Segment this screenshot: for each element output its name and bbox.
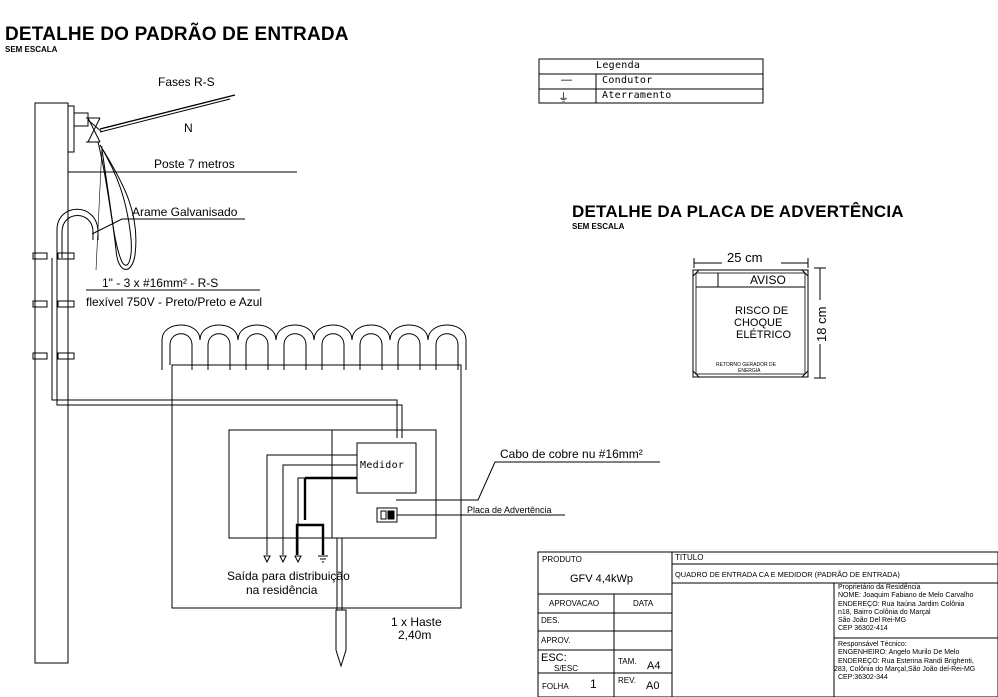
tb-produto-value: GFV 4,4kWp — [570, 573, 633, 585]
plate-risk-2: CHOQUE — [734, 317, 783, 329]
copper-label: Cabo de cobre nu #16mm² — [500, 447, 643, 461]
tb-data: DATA — [633, 599, 654, 608]
conduit-label: 1" - 3 x #16mm² - R-S — [102, 276, 219, 290]
plate-risk-3: ELÉTRICO — [736, 329, 792, 341]
legend-conductor-symbol: — — [561, 74, 572, 86]
plate-aviso: AVISO — [750, 273, 786, 287]
meter-box — [356, 442, 417, 494]
tb-produto-label: PRODUTO — [542, 555, 582, 564]
house-wall — [171, 364, 462, 609]
tb-esc-value: S/ESC — [554, 664, 579, 673]
conduit-run — [51, 258, 398, 438]
tb-owner-heading: Proprietário da Residência — [838, 584, 921, 591]
plate-footer-2: ENERGIA — [738, 368, 761, 374]
plate-width: 25 cm — [727, 250, 763, 265]
phase-line-1 — [99, 94, 236, 130]
cable-label: flexível 750V - Preto/Preto e Azul — [86, 295, 263, 309]
legend-conductor-label: Condutor — [602, 75, 653, 86]
pole-clamp-3 — [32, 352, 48, 360]
rod-label-1: 1 x Haste — [391, 615, 442, 629]
conductor-2 — [282, 464, 357, 555]
legend-title: Legenda — [596, 60, 641, 71]
insulator-top — [73, 112, 89, 127]
entrance-scale: SEM ESCALA — [5, 45, 58, 54]
wire-leader — [91, 218, 245, 235]
copper-leader — [396, 461, 660, 501]
rod-label-2: 2,40m — [398, 628, 432, 642]
tb-tam-label: TAM. — [618, 657, 637, 666]
service-insulator — [87, 117, 101, 143]
legend-ground-label: Aterramento — [602, 90, 672, 101]
tb-tam-value: A4 — [647, 660, 661, 672]
legend-ground-symbol: ⏚ — [558, 92, 569, 104]
tb-titulo-label: TITULO — [675, 553, 704, 562]
tb-tech-line: ENGENHEIRO: Angelo Murilo De Melo — [838, 649, 960, 657]
wire-label: Arame Galvanisado — [132, 205, 238, 219]
tb-folha-label: FOLHA — [542, 682, 569, 691]
plate-height: 18 cm — [814, 306, 829, 342]
tb-folha-value: 1 — [590, 677, 597, 691]
galvanized-wire-loop-1 — [97, 141, 132, 266]
warning-plate-detail — [692, 269, 809, 378]
tb-tech-heading: Responsável Técnico: — [838, 641, 907, 648]
ground-symbol — [318, 555, 328, 563]
conductor-3 — [297, 477, 357, 555]
phases-label: Fases R-S — [158, 75, 215, 89]
output-label-1: Saída para distribuição — [227, 569, 350, 583]
phase-line-2 — [99, 98, 231, 133]
tb-aprovacao: APROVACAO — [549, 599, 600, 608]
tb-tech-line: 283, Colônia do Marçal,São João del-Rei-… — [834, 665, 976, 673]
conductor-1 — [266, 454, 357, 555]
tb-esc-label: ESC: — [541, 652, 567, 664]
ground-rod — [335, 609, 347, 668]
tb-des: DES. — [541, 616, 560, 625]
tb-owner-line: NOME: Joaquim Fabiano de Melo Carvalho — [838, 592, 974, 600]
pole-clamp-1 — [32, 252, 48, 260]
pole — [34, 102, 69, 664]
tb-owner-block: Proprietário da Residência NOME: Joaquim… — [838, 584, 973, 634]
title-block — [537, 551, 998, 697]
tb-tech-line: ENDEREÇO: Rua Esterina Randi Brighenti, — [838, 657, 974, 665]
plate-risk-1: RISCO DE — [735, 305, 789, 317]
tb-owner-line: n18, Bairro Colônia do Marçal — [838, 608, 931, 616]
meter-label: Medidor — [360, 460, 405, 471]
plate-footer-1: RETORNO GERADOR DE — [716, 362, 776, 368]
legend-table — [538, 58, 764, 104]
tb-titulo-value: QUADRO DE ENTRADA CA E MEDIDOR (PADRÃO D… — [675, 570, 900, 579]
tb-tech-line: CEP:36302-344 — [838, 674, 888, 682]
entrance-title: DETALHE DO PADRÃO DE ENTRADA — [5, 24, 349, 45]
tb-rev-value: A0 — [646, 680, 660, 692]
output-label-2: na residência — [246, 583, 318, 597]
ground-conductor — [295, 523, 325, 555]
neutral-label: N — [184, 121, 193, 135]
pole-head-bracket — [67, 105, 75, 153]
tb-rev-label: REV. — [618, 676, 636, 685]
tb-aprov: APROV. — [541, 636, 571, 645]
tb-tech-block: Responsável Técnico: ENGENHEIRO: Angelo … — [834, 641, 975, 682]
plate-scale: SEM ESCALA — [572, 222, 625, 231]
pole-label: Poste 7 metros — [154, 157, 235, 171]
tb-owner-line: CEP 36302-414 — [838, 625, 888, 633]
roof-tiles — [161, 324, 467, 370]
tb-owner-line: ENDEREÇO: Rua Itaúna Jardim Colônia — [838, 600, 965, 608]
pole-clamp-2 — [32, 300, 48, 308]
warning-plate-label: Placa de Advertência — [467, 505, 552, 515]
galvanized-wire-loop-2 — [99, 144, 137, 270]
tb-owner-line: São João Del Rei-MG — [838, 617, 907, 625]
plate-title: DETALHE DA PLACA DE ADVERTÊNCIA — [572, 202, 904, 221]
